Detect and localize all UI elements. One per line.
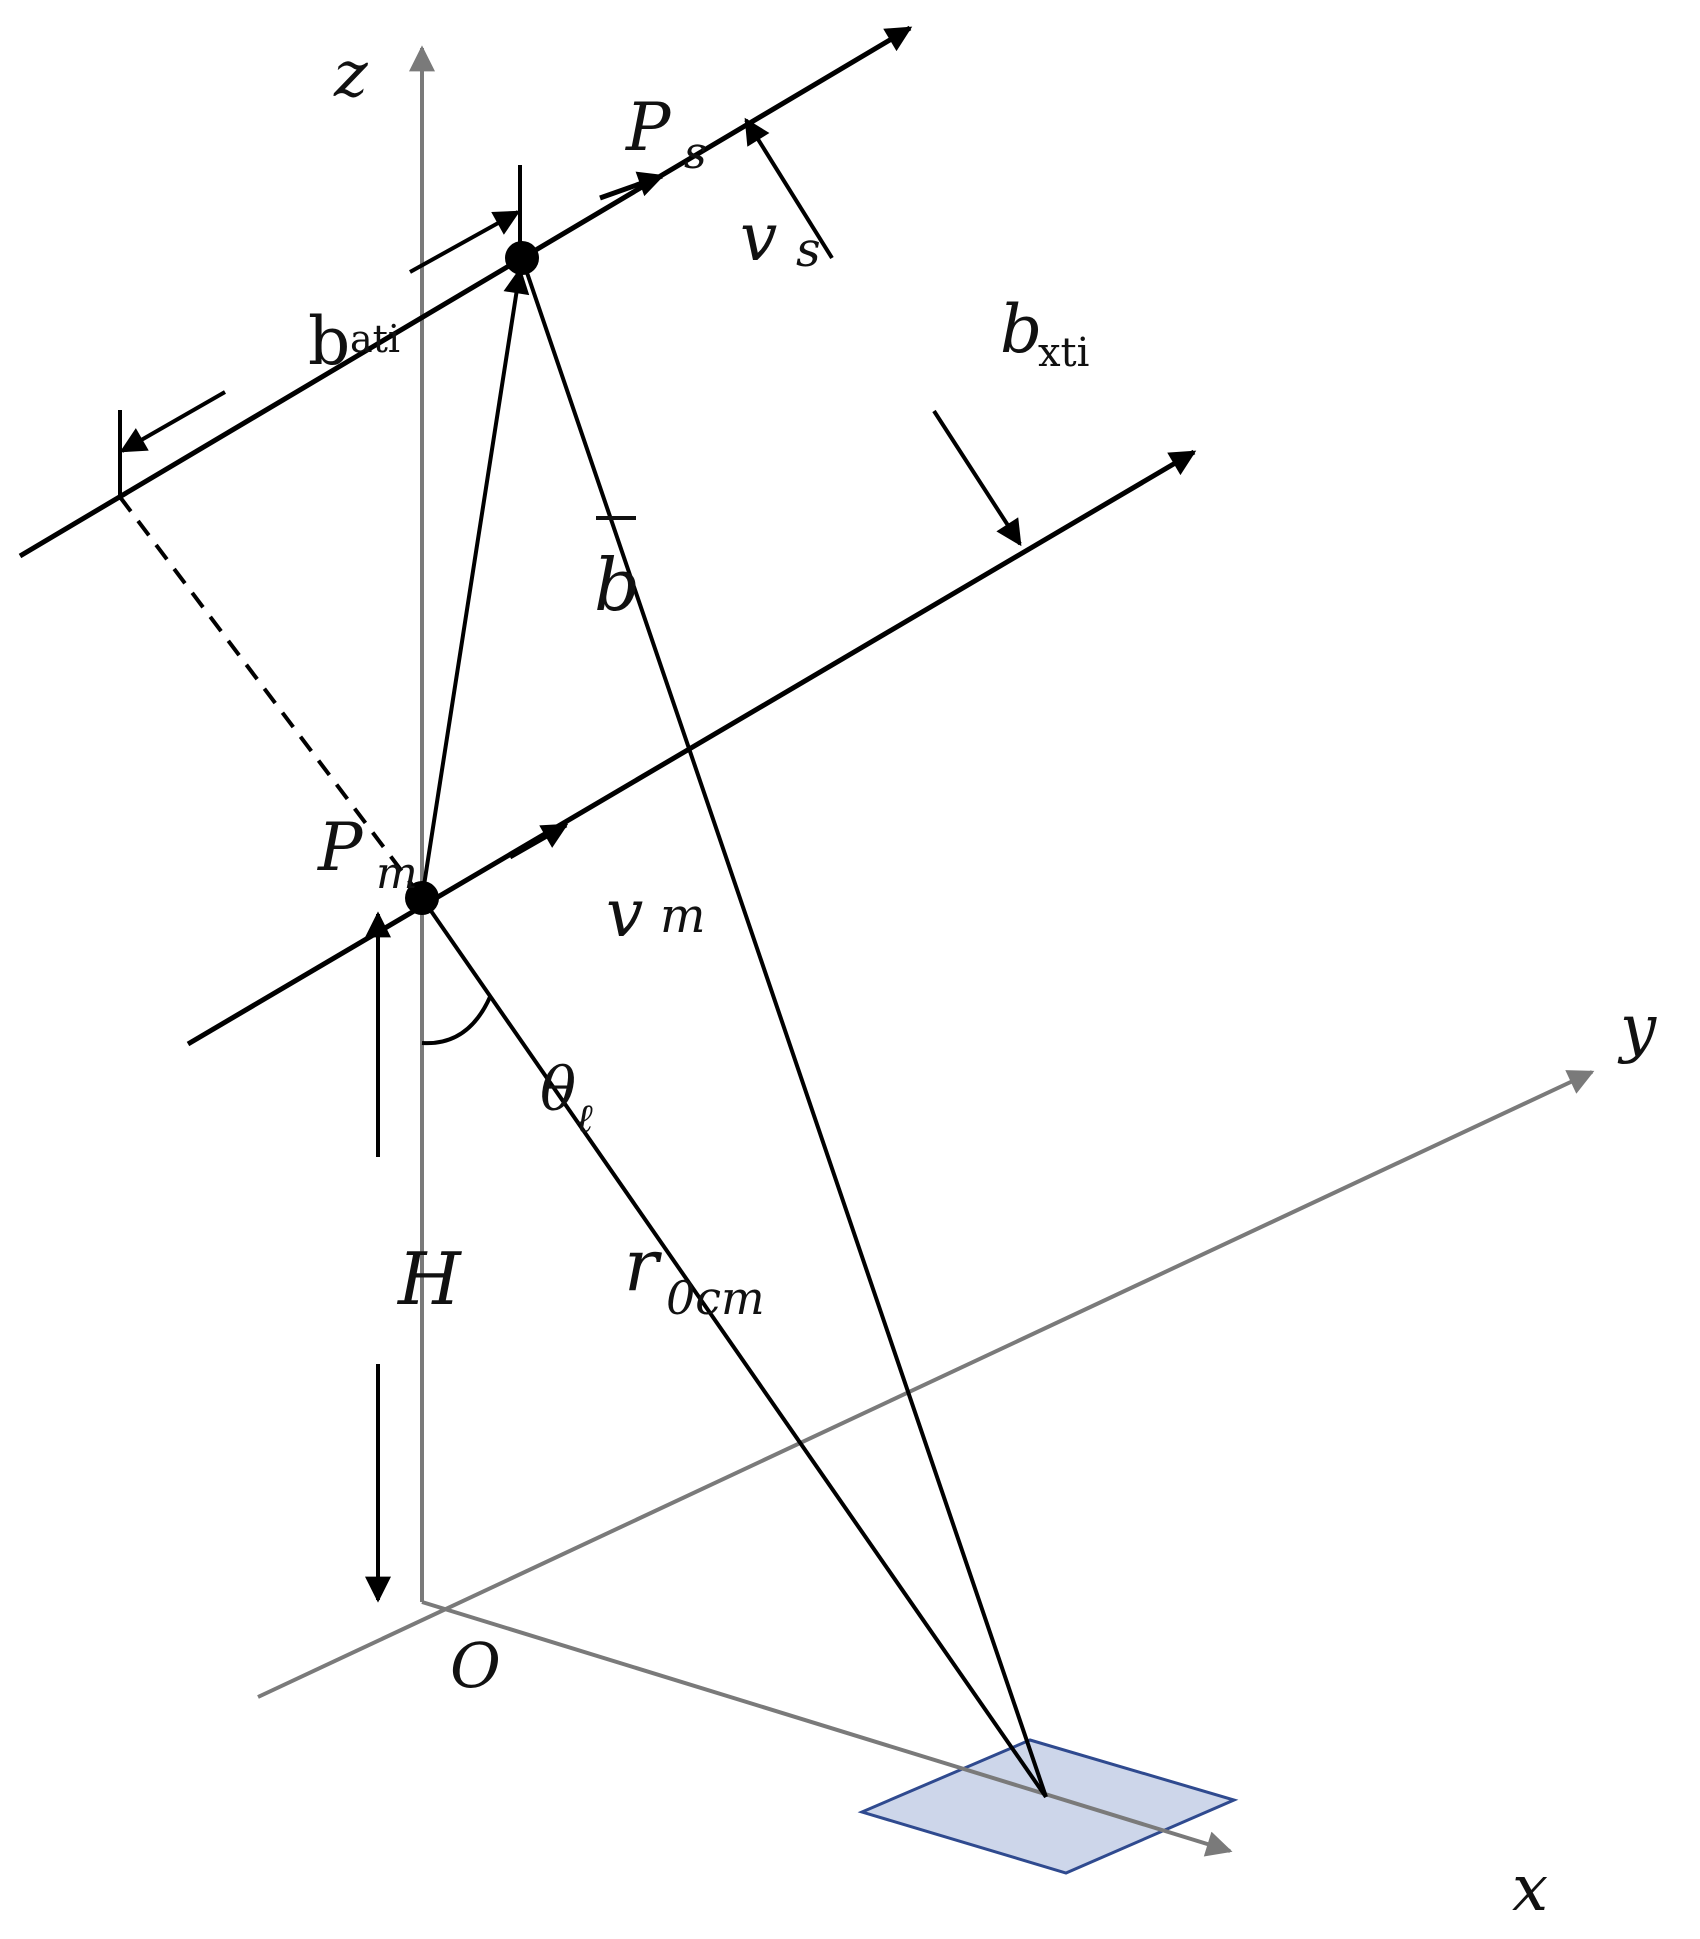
- x-axis: [421, 1600, 1233, 1857]
- look-angle-label: θ ℓ: [540, 1055, 593, 1142]
- origin-label: O: [450, 1629, 501, 1702]
- bati-arrow-left: [119, 390, 226, 453]
- svg-text:r: r: [624, 1223, 662, 1307]
- look-angle-arc: [421, 996, 492, 1046]
- x-axis-label: x: [1512, 1852, 1548, 1926]
- baseline-vector-label: b: [594, 516, 640, 627]
- svg-text:v: v: [740, 199, 777, 276]
- svg-text:0cm: 0cm: [666, 1271, 765, 1325]
- bxti-arrow-up: [744, 117, 834, 260]
- vs-label: v s: [740, 199, 821, 278]
- svg-text:m: m: [660, 888, 706, 944]
- svg-text:P: P: [317, 809, 364, 886]
- bati-label: b ati: [308, 303, 400, 380]
- svg-text:v: v: [606, 875, 643, 952]
- pm-label: P m: [317, 809, 418, 899]
- vm-label: v m: [606, 875, 706, 952]
- bati-arrow-right: [409, 210, 521, 274]
- svg-text:s: s: [684, 128, 707, 179]
- svg-text:s: s: [796, 222, 821, 278]
- slant-range-label: r 0cm: [624, 1223, 765, 1325]
- along-track-projection-dashed: [118, 495, 424, 900]
- svg-text:ℓ: ℓ: [576, 1096, 593, 1142]
- svg-text:m: m: [376, 848, 418, 899]
- slave-platform-point: [505, 241, 539, 275]
- height-label: H: [396, 1237, 462, 1321]
- svg-text:θ: θ: [540, 1055, 576, 1125]
- master-track: [186, 449, 1197, 1047]
- svg-text:ati: ati: [350, 317, 400, 361]
- svg-text:b: b: [1000, 291, 1042, 368]
- vs-velocity-arrow: [599, 171, 665, 201]
- master-slant-range-line: [420, 896, 1048, 1799]
- svg-text:b: b: [308, 303, 350, 380]
- svg-text:b: b: [594, 543, 640, 627]
- vm-velocity-arrow: [508, 822, 569, 860]
- slave-track: [18, 25, 913, 559]
- baseline-vector: [420, 267, 530, 899]
- bxti-label: b xti: [1000, 291, 1089, 376]
- target-patch: [857, 1738, 1239, 1875]
- bxti-arrow-down: [932, 409, 1022, 547]
- slave-slant-range-line: [520, 257, 1048, 1798]
- ps-label: P s: [625, 89, 707, 179]
- z-axis-label: z: [333, 38, 369, 112]
- y-axis: [257, 1070, 1595, 1699]
- svg-text:P: P: [625, 89, 672, 166]
- svg-text:xti: xti: [1038, 330, 1089, 376]
- master-platform-point: [405, 881, 439, 915]
- y-axis-label: y: [1617, 992, 1657, 1066]
